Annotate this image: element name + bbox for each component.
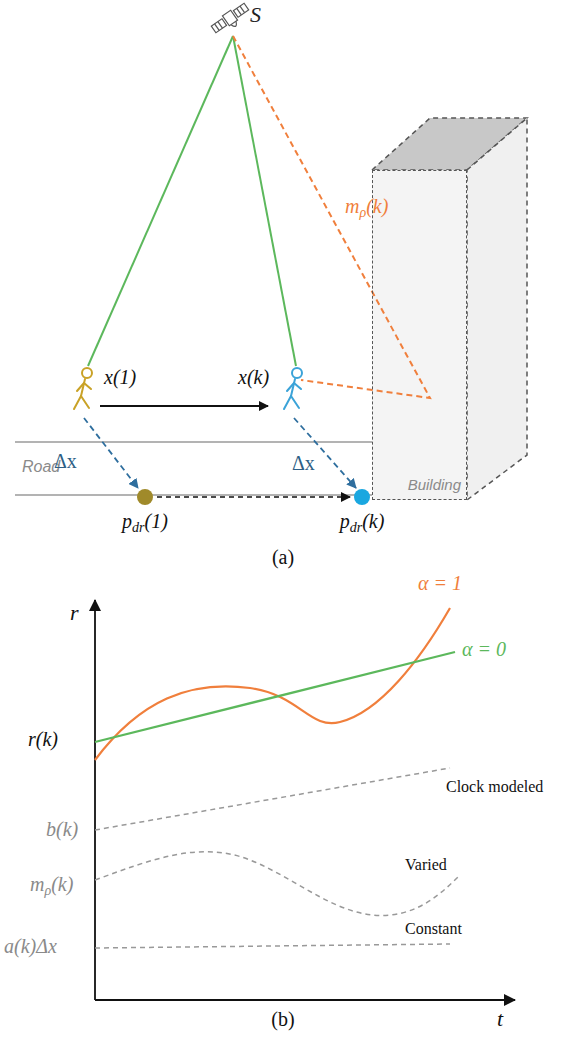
multipath-label: mρ(k) [345, 195, 388, 218]
offset-arrow [84, 418, 138, 488]
los-signal [233, 36, 296, 366]
axis-value-label: a(k)Δx [4, 935, 57, 958]
los-signal [88, 36, 233, 366]
multipath-signal [233, 36, 430, 398]
position-label: x(k) [238, 366, 269, 389]
building-front: Building [372, 170, 467, 500]
road-edge [15, 441, 372, 443]
term-label: Constant [405, 920, 462, 938]
clock-term [95, 768, 450, 830]
constant-term [95, 944, 450, 948]
axis-label: t [497, 1006, 503, 1031]
multipath-term [95, 852, 460, 916]
pedestrian-icon [284, 368, 302, 409]
term-label: Varied [405, 856, 447, 874]
panel-label: (a) [272, 546, 294, 569]
building-figure [372, 118, 527, 500]
term-label: Clock modeled [446, 778, 543, 796]
axis-label: r [70, 600, 79, 625]
position-label: x(1) [104, 366, 136, 389]
line-alpha-0 [95, 652, 455, 742]
axis-value-label: b(k) [46, 818, 78, 841]
offset-label: Δx [54, 450, 77, 473]
dr-point [354, 489, 370, 505]
dr-point [137, 489, 153, 505]
dr-label: pdr(1) [122, 510, 168, 533]
road-edge [15, 494, 372, 496]
motion-arrow [100, 405, 268, 407]
satellite-label: S [250, 2, 261, 27]
axis-value-label: mρ(k) [30, 873, 73, 896]
dr-arrow [157, 496, 350, 498]
satellite-icon [210, 2, 252, 38]
curve-alpha-1 [95, 608, 450, 760]
building-label: Building [408, 476, 461, 493]
panel-label: (b) [271, 1008, 294, 1031]
curve-label: α = 1 [418, 572, 462, 595]
y-axis [94, 600, 96, 1000]
offset-label: Δx [292, 452, 315, 475]
dr-label: pdr(k) [340, 510, 385, 533]
pedestrian-icon [74, 368, 92, 409]
curve-label: α = 0 [462, 638, 506, 661]
axis-value-label: r(k) [28, 728, 58, 751]
x-axis [95, 999, 515, 1001]
